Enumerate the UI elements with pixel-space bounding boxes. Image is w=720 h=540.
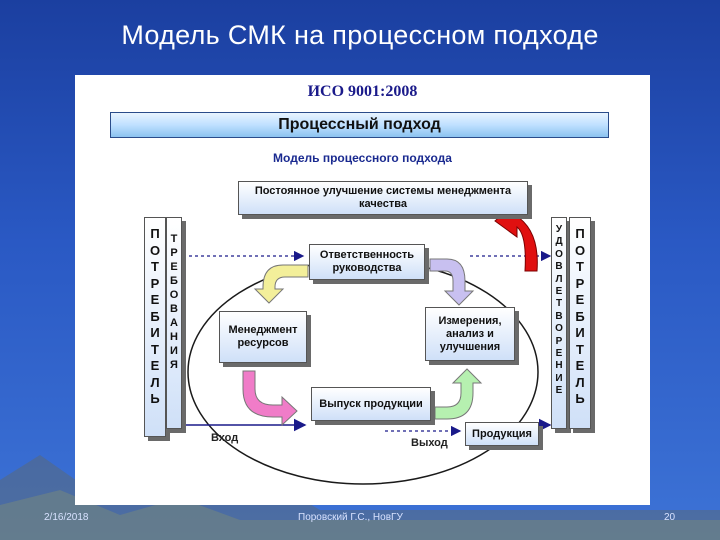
consumers-right-letter: Е: [575, 292, 585, 307]
requirements-letter: О: [169, 289, 179, 301]
resources-box: Менеджмент ресурсов: [219, 311, 307, 363]
consumers-right-letter: О: [574, 242, 586, 258]
satisfaction-letter: У: [555, 224, 563, 235]
responsibility-to-resources-arrow: [253, 264, 309, 304]
consumers-right-letter: И: [575, 325, 585, 340]
requirements-letter: Н: [170, 331, 178, 343]
satisfaction-letter: Н: [555, 360, 563, 372]
satisfaction-letter: Т: [555, 298, 563, 310]
satisfaction-letter: Р: [555, 335, 563, 347]
process-diagram: [183, 201, 552, 485]
output-product-box: Выпуск продукции: [311, 387, 431, 421]
requirements-letter: Б: [170, 275, 178, 287]
consumers-left-letter: Е: [150, 292, 160, 307]
requirements-letter: Е: [170, 261, 178, 273]
consumers-right-letter: Т: [576, 341, 584, 357]
satisfaction-letter: В: [555, 261, 563, 273]
consumers-left-letter: Т: [151, 341, 159, 357]
footer-page-number: 20: [664, 512, 676, 523]
consumers-left-letter: Б: [150, 308, 160, 324]
output-label: Выход: [411, 437, 448, 449]
consumers-left-letter: Л: [150, 374, 160, 390]
diagram-panel: ИСО 9001:2008 Процессный подход Модель п…: [75, 75, 650, 505]
consumers-left-letter: Ь: [150, 391, 160, 406]
requirements-letter: В: [170, 303, 178, 315]
consumers-right-letter: Т: [576, 259, 584, 274]
satisfaction-letter: И: [555, 372, 563, 384]
consumers-right-letter: Б: [575, 308, 585, 324]
satisfaction-letter: Л: [555, 273, 563, 285]
satisfaction-letter: Д: [555, 236, 563, 248]
footer-date: 2/16/2018: [44, 512, 89, 523]
improvement-box: Постоянное улучшение системы менеджмента…: [238, 181, 528, 215]
improvement-arrow: [494, 201, 538, 272]
input-label: Вход: [211, 432, 239, 444]
satisfaction-letter: О: [555, 248, 563, 260]
footer-author: Поровский Г.С., НовГУ: [298, 512, 403, 523]
model-subtitle: Модель процессного подхода: [273, 151, 452, 165]
consumers-left-letter: Т: [151, 259, 159, 274]
consumers-right-letter: Ь: [575, 391, 585, 406]
responsibility-box: Ответственность руководства: [309, 244, 425, 280]
standard-label: ИСО 9001:2008: [307, 83, 418, 100]
output-to-measurement-arrow: [434, 368, 483, 420]
consumers-right-letter: Л: [575, 374, 585, 390]
consumers-left-letter: Е: [150, 358, 160, 373]
requirements-letter: А: [170, 317, 178, 329]
consumers-left-letter: Р: [150, 275, 160, 291]
satisfaction-letter: Е: [555, 348, 563, 360]
consumers-right-letter: Р: [575, 275, 585, 291]
requirements-letter: Т: [170, 233, 178, 245]
satisfaction-letter: Е: [555, 286, 563, 298]
process-cycle-ellipse: [187, 259, 539, 485]
approach-banner: Процессный подход: [110, 112, 609, 138]
satisfaction-letter: О: [555, 323, 563, 335]
requirements-letter: Р: [170, 247, 178, 259]
consumers-left-letter: О: [149, 242, 161, 258]
requirements-letter: И: [170, 345, 178, 357]
consumers-right-letter: П: [575, 226, 585, 241]
requirements-letter: Я: [170, 359, 178, 371]
satisfaction-letter: Е: [555, 385, 563, 397]
consumers-left-letter: П: [150, 226, 160, 241]
consumers-right-letter: Е: [575, 358, 585, 373]
resources-to-output-arrow: [242, 370, 298, 427]
slide-title: Модель СМК на процессном подходе: [121, 20, 599, 50]
product-box: Продукция: [465, 422, 539, 446]
satisfaction-letter: В: [555, 310, 563, 322]
measurement-to-responsibility-arrow: [429, 258, 475, 306]
consumers-left-letter: И: [150, 325, 160, 340]
measurement-box: Измерения, анализ и улучшения: [425, 307, 515, 361]
